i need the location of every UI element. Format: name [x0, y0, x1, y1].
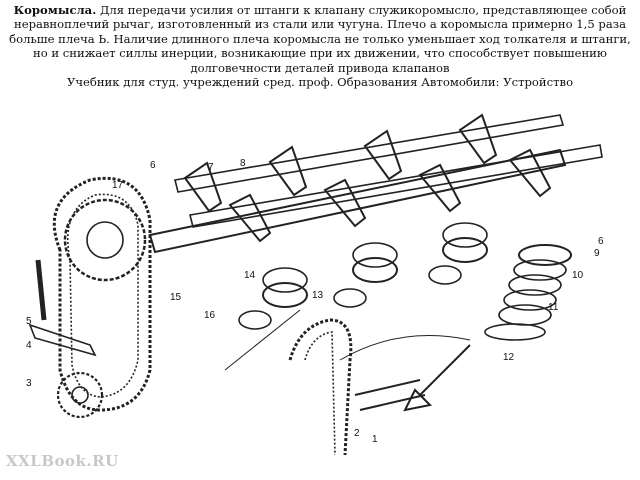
valve-springs: [262, 222, 488, 308]
rocker-shaft-upper: [174, 114, 565, 193]
callout-label: 16: [204, 310, 216, 321]
callout-label: 10: [572, 270, 584, 281]
callout-label: 11: [548, 302, 559, 313]
crank-sprocket: [56, 371, 104, 419]
valve: [403, 344, 471, 412]
callout-label: 2: [354, 428, 360, 439]
callout-label: 17: [112, 180, 124, 191]
chain-detail: [288, 318, 353, 455]
callout-label: 1: [372, 434, 378, 445]
rocker-shaft-lower: [189, 144, 603, 228]
callout-label: 14: [244, 270, 256, 281]
caption-body: Для передачи усилия от штанги к клапану …: [9, 3, 631, 75]
timing-chain-inner: [67, 193, 139, 398]
callout-label: 3: [26, 378, 32, 389]
exploded-valve-spring: [484, 244, 572, 341]
rocker-arms: [183, 113, 552, 243]
callout-label: 6: [150, 160, 156, 171]
callout-label: 13: [312, 290, 324, 301]
callout-label: 5: [26, 316, 32, 327]
callout-label: 8: [240, 158, 246, 169]
caption-text: Коромысла. Для передачи усилия от штанги…: [8, 3, 632, 89]
caption-term: Коромысла.: [13, 3, 97, 17]
valve-lifters: [238, 265, 462, 330]
valve-train-drawing: 1 2 3 4 5 6 7 8 9 10 11 12 13 14 15 16 1…: [26, 113, 604, 455]
caption-source: Учебник для студ. учреждений сред. проф.…: [66, 75, 574, 90]
callout-label: 4: [26, 340, 32, 351]
callout-label: 6: [598, 236, 604, 247]
callout-label: 12: [503, 352, 515, 363]
watermark: XXLBook.RU: [6, 452, 119, 470]
crankshaft-detail: [354, 379, 426, 411]
tensioner: [28, 323, 97, 357]
callout-label: 15: [170, 292, 182, 303]
camshaft-sprocket: [63, 198, 147, 282]
callout-label: 7: [208, 162, 214, 173]
callout-numbers: 1 2 3 4 5 6 7 8 9 10 11 12 13 14 15 16 1…: [26, 158, 604, 445]
callout-label: 9: [594, 248, 600, 259]
